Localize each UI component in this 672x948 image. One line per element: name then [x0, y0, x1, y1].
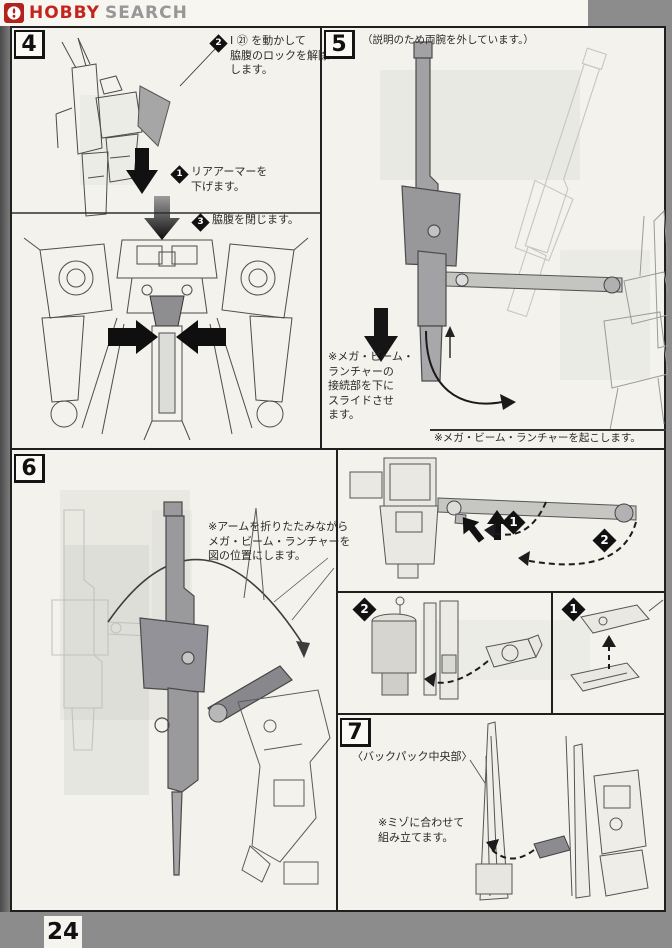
arrow-arm-up: [487, 510, 507, 540]
step5-note-slide: ※メガ・ビーム・ ランチャーの 接続部を下に スライドさせ ます。: [328, 350, 414, 422]
step4-callout-3: 脇腹を閉じます。: [212, 213, 299, 226]
bleed-through: [560, 250, 650, 380]
step6-marker-sub-left: 2: [352, 597, 377, 622]
step4-figure: [12, 37, 320, 441]
step4-marker-3: 3: [191, 213, 210, 232]
step6-note-fold: ※アームを折りたたみながら メガ・ビーム・ランチャーを 図の位置にします。: [208, 520, 351, 563]
step4-number-box: 4: [14, 30, 45, 59]
arrow-swing-arc: [107, 558, 305, 647]
divider-step6-right-column: [336, 450, 338, 912]
instruction-page: [10, 26, 666, 912]
step4-number: 4: [21, 32, 37, 57]
step5-number-box: 5: [324, 30, 355, 59]
step6-figure: [51, 501, 335, 885]
step4-callout-2: I ㉑ を動かして 脇腹のロックを解除 します。: [230, 34, 329, 77]
scan-spine-shadow: [0, 26, 10, 912]
bleed-through: [380, 70, 580, 180]
divider-step4-step5: [320, 26, 322, 450]
insert-path: [429, 660, 489, 684]
step6-marker-sub-right: 1: [561, 597, 586, 622]
divider-top-bottom: [10, 448, 666, 450]
step6-marker-arm1: 1: [501, 510, 526, 535]
step7-note-groove: ※ミゾに合わせて 組み立てます。: [378, 816, 465, 844]
arrow-arm-upleft: [462, 517, 485, 543]
logo-text-hobby: HOBBY: [29, 3, 100, 23]
side-flap-shaded: [137, 85, 171, 147]
step5-note-raise: ※メガ・ビーム・ランチャーを起こします。: [434, 432, 641, 444]
step5-header: （説明のため両腕を外しています。）: [362, 34, 534, 46]
step6-number: 6: [21, 456, 37, 481]
step7-figure: [469, 721, 649, 901]
hobby-search-logo: HOBBY SEARCH: [4, 3, 188, 23]
step6-number-box: 6: [14, 454, 45, 483]
step5-number: 5: [331, 32, 347, 57]
divider-step7-top: [338, 713, 666, 715]
step6-arm-diagram: [349, 457, 637, 579]
arrow-close-right: [176, 320, 226, 354]
page-number-box: 24: [44, 916, 82, 948]
step5-note-rule: [430, 429, 666, 431]
scan-top-strip: [0, 0, 588, 26]
fold-path-2: [523, 521, 637, 566]
step4-marker-2: 2: [209, 34, 228, 53]
fold-path-1: [489, 501, 547, 536]
step4-callout-1: リアアーマーを 下げます。: [191, 165, 268, 193]
waist-lock-shaded: [149, 295, 185, 327]
page-number: 24: [46, 919, 79, 945]
hobby-search-logo-icon: [4, 3, 24, 23]
arrow-slide-down: [364, 308, 398, 362]
step7-number-box: 7: [340, 718, 371, 747]
step7-number: 7: [347, 720, 363, 745]
step6-subpanel-right-figure: [570, 599, 664, 692]
logo-text-search: SEARCH: [104, 3, 188, 23]
step7-label-backpack: 〈バックパック中央部〉: [352, 750, 473, 763]
step6-marker-arm2: 2: [592, 528, 617, 553]
step4-marker-1: 1: [170, 165, 189, 184]
step5-figure: [364, 41, 668, 431]
divider-step6-subpanels: [551, 593, 553, 715]
arrow-raise-curve: [425, 330, 503, 405]
arrow-close-left: [108, 320, 158, 354]
step6-subpanel-left-figure: [371, 596, 543, 700]
divider-step6-subpanels-top: [338, 591, 666, 593]
